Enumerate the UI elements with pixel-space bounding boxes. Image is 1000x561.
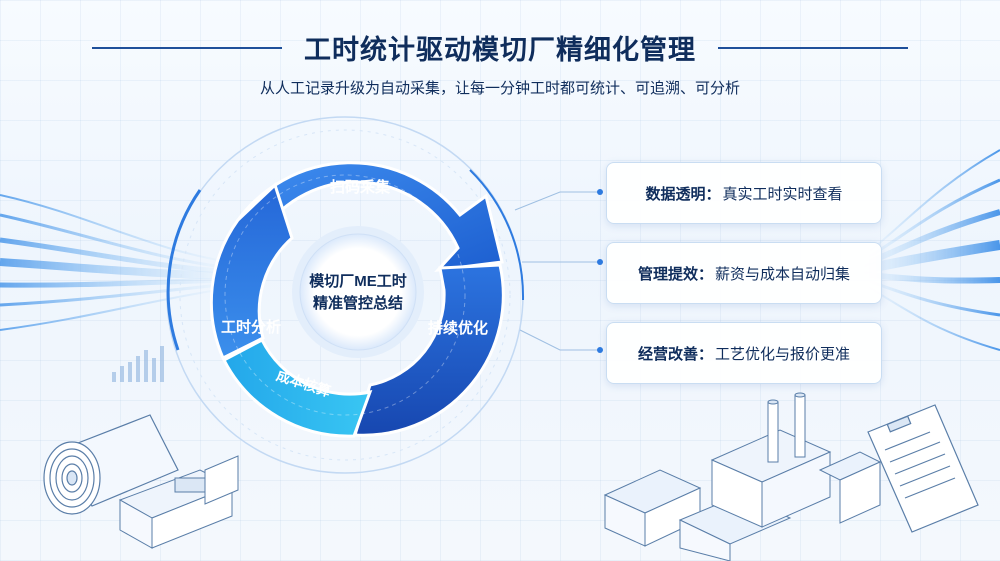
card-text: 真实工时实时查看: [722, 184, 843, 203]
segment-label-optimize: 持续优化: [428, 319, 488, 337]
segment-cost: [221, 337, 373, 438]
card-text: 工艺优化与报价更准: [715, 344, 851, 363]
segment-analysis: [209, 182, 294, 361]
card-data-transparency: 数据透明： 真实工时实时查看: [606, 162, 882, 224]
decor-bar-chart: [112, 346, 164, 382]
card-connectors: [514, 191, 600, 351]
center-title-line2: 精准管控总结: [313, 294, 403, 312]
page-title: 工时统计驱动模切厂精细化管理: [304, 35, 696, 66]
factory-illustration: [603, 392, 882, 561]
segment-optimize: [353, 263, 505, 437]
page-subtitle: 从人工记录升级为自动采集，让每一分钟工时都可统计、可追溯、可分析: [259, 79, 740, 97]
title-rule-left: [92, 47, 282, 49]
card-label: 经营改善：: [637, 344, 713, 363]
header: 工时统计驱动模切厂精细化管理: [0, 28, 1000, 68]
segment-scan: [235, 161, 504, 272]
left-light-waves: [0, 194, 231, 331]
card-business-improvement: 经营改善： 工艺优化与报价更准: [606, 322, 882, 384]
center-title-line1: 模切厂ME工时: [309, 272, 407, 290]
machine-illustration-left: [118, 455, 239, 549]
card-label: 管理提效：: [637, 264, 713, 283]
card-label: 数据透明：: [645, 184, 721, 203]
title-rule-right: [718, 47, 908, 49]
card-text: 薪资与成本自动归集: [715, 264, 851, 283]
center-disc: [299, 233, 417, 351]
segment-label-analysis: 工时分析: [221, 318, 281, 336]
report-clipboard-illustration: [867, 404, 979, 533]
segment-label-scan: 扫码采集: [330, 178, 391, 196]
cycle-ring: [209, 161, 505, 438]
card-management-efficiency: 管理提效： 薪资与成本自动归集: [606, 242, 882, 304]
outer-ring-accent-2: [469, 169, 525, 301]
material-roll-illustration: [43, 414, 179, 515]
outer-ring-accent: [166, 189, 202, 351]
